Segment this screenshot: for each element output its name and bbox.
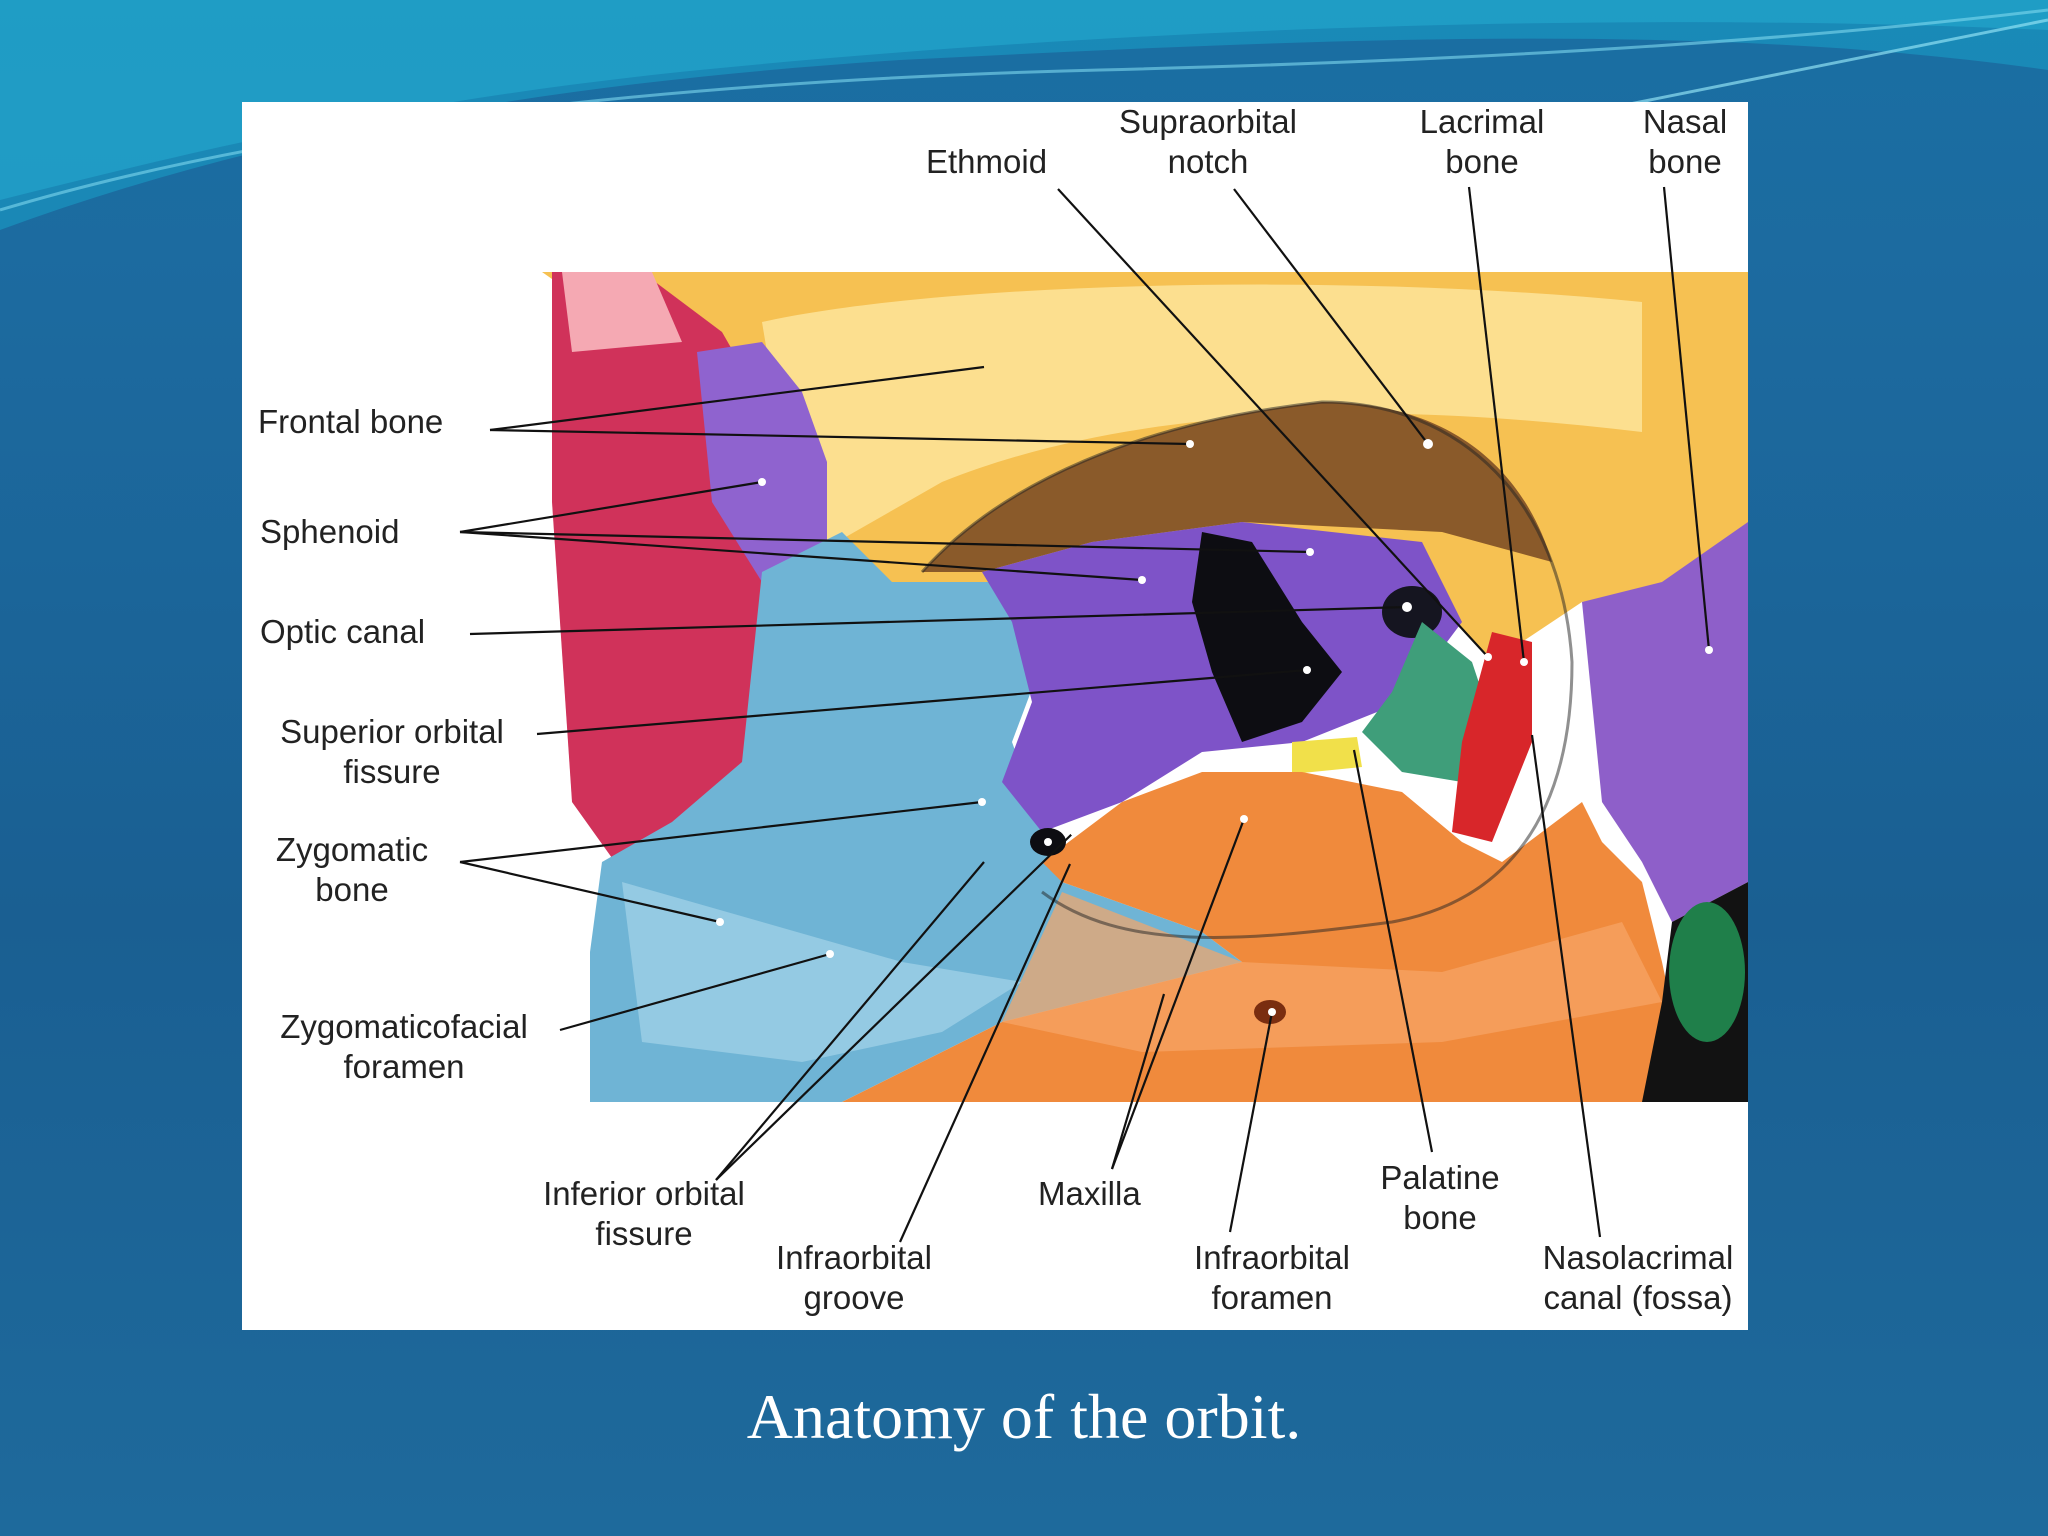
maxilla-highlight [1002,892,1662,1052]
label-palatine-bone: Palatine bone [1380,1159,1500,1236]
label-frontal-bone: Frontal bone [258,403,444,440]
orbit-illustration [459,186,1748,1243]
leader-dots [716,439,1713,1016]
label-ethmoid: Ethmoid [926,143,1048,180]
nasal-green-region [1669,902,1745,1042]
label-zygomaticofacial-foramen: Zygomaticofacial foramen [280,1008,528,1085]
slide-caption: Anatomy of the orbit. [746,1381,1302,1452]
orbit-anatomy-figure: Frontal bone Sphenoid Optic canal Superi… [242,102,1748,1330]
label-maxilla: Maxilla [1038,1175,1141,1212]
orbital-roof-region [922,402,1552,572]
label-lacrimal-bone: Lacrimal bone [1419,103,1545,180]
label-inferior-orbital-fissure: Inferior orbital fissure [543,1175,745,1252]
ethmoid-region [1362,622,1492,782]
label-nasal-bone: Nasal bone [1642,103,1728,180]
zygomatic-bone-highlight [622,882,1022,1062]
lacrimal-region [1452,632,1532,842]
palatine-region-b [1292,737,1362,774]
frontal-bone-highlight [762,284,1642,562]
label-superior-orbital-fissure: Superior orbital fissure [280,713,504,790]
zygomatic-side-highlight [562,272,682,352]
leader-lines [459,186,1711,1243]
label-infraorbital-foramen: Infraorbital foramen [1194,1239,1350,1316]
orbit-rim-outline [920,400,1574,939]
label-infraorbital-groove: Infraorbital groove [776,1239,932,1316]
label-zygomatic-bone: Zygomatic bone [275,831,429,908]
label-nasolacrimal-canal: Nasolacrimal canal (fossa) [1542,1239,1734,1316]
optic-canal-shape [1382,586,1442,638]
label-supraorbital-notch: Supraorbital notch [1119,103,1297,180]
label-sphenoid: Sphenoid [260,513,400,550]
label-optic-canal: Optic canal [260,613,426,650]
superior-orbital-fissure-shape [1192,532,1342,742]
